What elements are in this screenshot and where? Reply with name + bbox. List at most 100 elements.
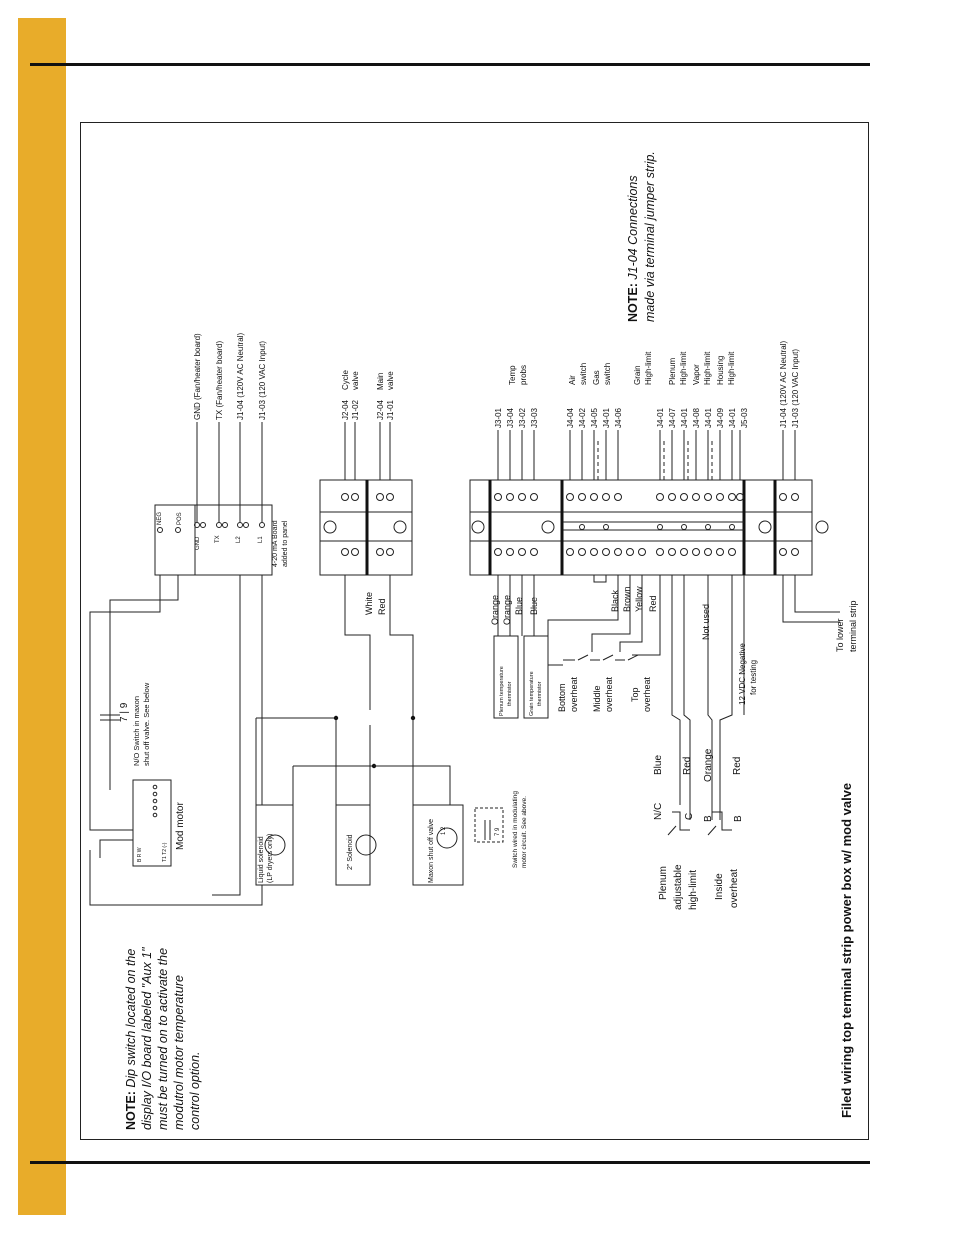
two-inch-solenoid-box [335, 804, 371, 886]
hl-label-plenum: Plenum [668, 358, 677, 385]
svg-text:NOTE: Dip switch located on th: NOTE: Dip switch located on the [124, 949, 138, 1130]
board-conn-gnd: GND (Fan/heater board) [193, 333, 202, 420]
hl-row-2: J4-07 [668, 407, 677, 428]
hl-label-grain-hl: High-limit [644, 351, 653, 385]
switch-row-1: J4-04 [566, 407, 575, 428]
maxon-coil-pins: 1 2 [441, 826, 447, 835]
grain-thermistor-1: Grain temperature [529, 671, 535, 716]
hl-row-8: J5-03 [740, 407, 749, 428]
overheat-wire-brown: Brown [622, 586, 632, 612]
temp-wire-3: Blue [514, 597, 524, 615]
plenum-contact-nc: N/C [653, 803, 664, 820]
switch-label-air: Air [568, 375, 577, 385]
valve-row-1: J2-04 [341, 399, 350, 420]
temp-wire-2: Orange [502, 595, 512, 625]
plenum-label-3: high-limit [688, 870, 699, 910]
inside-contact-b1: B [703, 815, 714, 822]
board-label-l1: L1 [258, 536, 264, 543]
not-used-label: Not used [701, 604, 711, 640]
board-label-tx: TX [215, 535, 221, 543]
plenum-wire-red: Red [682, 757, 693, 775]
diagram-frame [80, 122, 869, 1140]
board-conn-j104: J1-04 (120V AC Neutral) [236, 333, 245, 420]
inside-overheat-switch: B B Orange Red Inside overheat [703, 748, 744, 908]
hl-label-vapor-hl: High-limit [703, 351, 712, 385]
switch-caption-1: N/O Switch in maxon [132, 696, 141, 766]
top-rule [30, 63, 870, 66]
temp-wire-4: Blue [529, 597, 539, 615]
mod-motor-pins-bot: T1 T2 (-) [162, 842, 168, 862]
hl-row-1: J4-01 [656, 407, 665, 428]
valve-label-cycle: Cycle [341, 369, 350, 390]
note1-line4: modutrol motor temperature [172, 975, 186, 1130]
side-color-bar [18, 18, 66, 1215]
board-caption-2: added to panel [282, 520, 289, 567]
switch-label-switch2: switch [603, 363, 612, 385]
to-lower-1: To lower [835, 618, 845, 652]
temp-label-2: probs [519, 365, 528, 385]
power-row-1: J1-04 (120V AC Neutral) [779, 341, 788, 428]
overheat-top-1: Top [630, 687, 640, 702]
maxon-valve-box [412, 804, 464, 886]
switch-row-2: J4-02 [578, 407, 587, 428]
hl-row-3: J4-01 [680, 407, 689, 428]
overheat-wire-yellow: Yellow [634, 586, 644, 612]
note1-line3: must be turned on to activate the [156, 948, 170, 1130]
hl-row-6: J4-09 [716, 407, 725, 428]
plenum-thermistor-1: Plenum temperature [499, 666, 505, 716]
inside-wire-red: Red [732, 757, 743, 775]
note2-line2: made via terminal jumper strip. [643, 151, 657, 322]
svg-text:NOTE: J1-04 Connections: NOTE: J1-04 Connections [626, 175, 640, 322]
liquid-solenoid-label-1: Liquid solenoid [258, 836, 265, 883]
switch-row-4: J4-01 [602, 407, 611, 428]
plenum-contact-c: C [684, 813, 695, 820]
note1-line2: display I/O board labeled "Aux 1" [140, 947, 154, 1130]
temp-row-4: J3-03 [530, 407, 539, 428]
power-row-2: J1-03 (120 VAC Input) [791, 349, 800, 428]
maxon-switch-note-1: Switch wired in modulating [512, 791, 519, 868]
temp-wire-1: Orange [490, 595, 500, 625]
valve-row-2: J1-02 [351, 399, 360, 420]
terminal-strip-main: J3-01 J3-04 J3-02 J3-03 Temp probs J4-04… [469, 341, 829, 576]
hl-row-5: J4-01 [704, 407, 713, 428]
note1-line1: Dip switch located on the [124, 949, 138, 1091]
hl-label-housing: Housing [716, 356, 725, 385]
valve-row-3: J2-04 [376, 399, 385, 420]
valve-row-4: J1-01 [386, 399, 395, 420]
overheat-wire-black: Black [610, 589, 620, 612]
board-label-neg: NEG [157, 512, 163, 525]
neg-12vdc-1: 12 VDC Negative [738, 643, 747, 705]
to-lower-2: terminal strip [848, 600, 858, 652]
bottom-rule [30, 1161, 870, 1164]
neg-12vdc-2: for testing [749, 660, 758, 695]
maxon-switch-pins: 7 9 [495, 827, 501, 836]
valve-label-valve1: valve [351, 371, 360, 390]
note1-line5: control option. [188, 1051, 202, 1130]
two-inch-solenoid-label: 2" Solenoid [347, 834, 354, 870]
switch-row-3: J4-05 [590, 407, 599, 428]
inside-contact-b2: B [733, 815, 744, 822]
switch-label-switch1: switch [579, 363, 588, 385]
board-conn-j103: J1-03 (120 VAC Input) [258, 341, 267, 420]
overheat-middle-1: Middle [592, 685, 602, 712]
overheat-wire-red: Red [648, 595, 658, 612]
valve-label-main: Main [376, 373, 385, 390]
switch-caption-2: shut off valve. See below [142, 682, 151, 766]
hl-label-housing-hl: High-limit [727, 351, 736, 385]
board-label-pos: POS [177, 512, 183, 525]
overheat-bottom-1: Bottom [557, 683, 567, 712]
terminal-strip-valves: J2-04 J1-02 J2-04 J1-01 Cycle valve Main… [319, 369, 413, 615]
temp-row-1: J3-01 [494, 407, 503, 428]
temp-row-2: J3-04 [506, 407, 515, 428]
note-dip-switch: NOTE: Dip switch located on the display … [124, 947, 202, 1130]
mod-motor-pins-top: B R W [137, 847, 143, 862]
note2-line1: J1-04 Connections [626, 175, 640, 283]
liquid-solenoid-box [255, 804, 294, 886]
liquid-solenoid-label-2: (LP dryers only) [267, 834, 274, 883]
plenum-thermistor-box [493, 635, 519, 719]
board-4-20ma-inner [154, 504, 196, 576]
plenum-label-2: adjustable [673, 864, 684, 910]
mod-motor-switch: 7 | 9 N/O Switch in maxon shut off valve… [100, 682, 151, 766]
solenoids: Liquid solenoid (LP dryers only) 2" Sole… [255, 791, 528, 886]
maxon-valve-label: Maxon shut off valve [428, 819, 435, 883]
